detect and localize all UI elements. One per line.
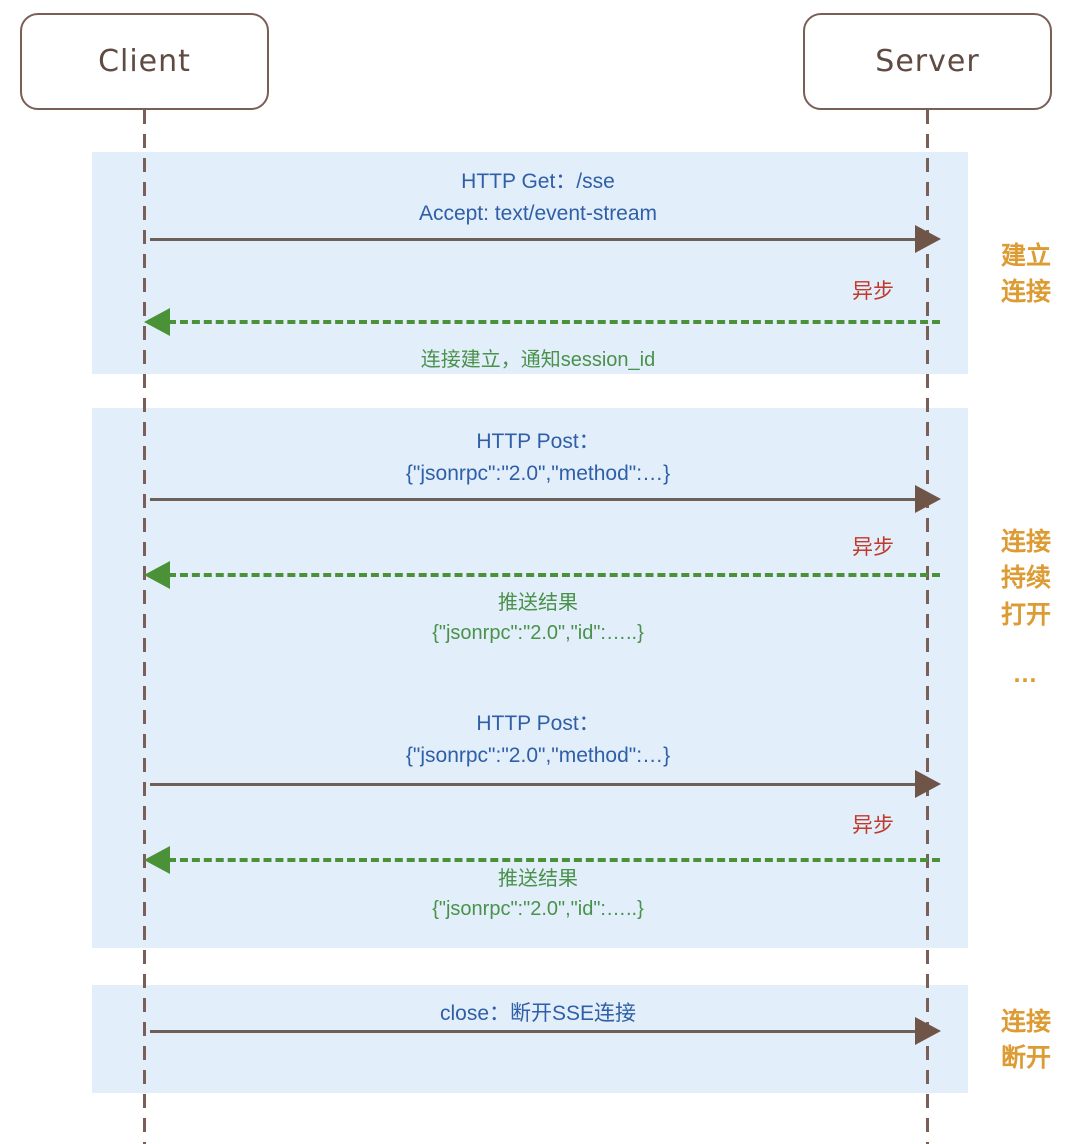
phase-annotation-line: 建立 <box>1000 242 1051 270</box>
actor-box-client[interactable]: Client <box>20 13 269 110</box>
message-arrow-connection-established <box>168 320 940 324</box>
lifeline-client <box>143 110 146 1144</box>
message-label-http-post-2: HTTP Post： {"jsonrpc":"2.0","method":…} <box>150 708 926 771</box>
arrowhead-right-icon <box>915 1017 941 1045</box>
async-note-text: 异步 <box>852 814 894 837</box>
arrowhead-right-icon <box>915 770 941 798</box>
message-label-http-post-1: HTTP Post： {"jsonrpc":"2.0","method":…} <box>150 426 926 489</box>
message-label-push-result-1: 推送结果 {"jsonrpc":"2.0","id":…..} <box>150 588 926 648</box>
phase-annotation-line: 连接 <box>1000 528 1051 556</box>
async-note-connection-established: 异步 <box>852 275 894 305</box>
phase-annotation-line: 持续 <box>1000 564 1051 593</box>
message-label-line: 连接建立，通知session_id <box>420 349 656 371</box>
actor-label-client: Client <box>98 44 191 79</box>
phase-annotation-establish: 建立 连接 <box>988 238 1064 311</box>
phase-annotation-disconnect: 连接 断开 <box>988 1004 1064 1077</box>
message-label-line: HTTP Post： <box>476 712 600 735</box>
arrowhead-left-icon <box>144 308 170 336</box>
message-label-line: {"jsonrpc":"2.0","id":…..} <box>432 898 644 920</box>
async-note-text: 异步 <box>852 536 894 559</box>
message-label-connection-established: 连接建立，通知session_id <box>150 345 926 375</box>
phase-band-establish <box>92 152 968 374</box>
message-label-line: HTTP Post： <box>476 430 600 453</box>
message-label-line: HTTP Get：/sse <box>461 170 615 193</box>
message-label-http-get-sse: HTTP Get：/sse Accept: text/event-stream <box>150 166 926 229</box>
message-label-line: close：断开SSE连接 <box>439 1002 637 1025</box>
lifeline-server <box>926 110 929 1144</box>
message-label-line: 推送结果 <box>498 592 578 614</box>
message-label-line: {"jsonrpc":"2.0","method":…} <box>405 743 671 767</box>
phase-annotation-line: 打开 <box>1000 600 1051 629</box>
message-label-line: 推送结果 <box>498 868 578 890</box>
phase-annotation-line: 连接 <box>1000 1008 1051 1036</box>
message-label-line: {"jsonrpc":"2.0","method":…} <box>405 461 671 485</box>
phase-annotation-line: 连接 <box>1000 278 1051 307</box>
message-label-line: Accept: text/event-stream <box>418 201 658 225</box>
arrowhead-left-icon <box>144 846 170 874</box>
actor-box-server[interactable]: Server <box>803 13 1052 110</box>
actor-label-server: Server <box>875 44 980 79</box>
message-arrow-http-post-2 <box>150 783 925 786</box>
async-note-text: 异步 <box>852 280 894 303</box>
message-arrow-close-sse <box>150 1030 925 1033</box>
phase-annotation-ellipsis: … <box>1012 660 1040 688</box>
message-label-close-sse: close：断开SSE连接 <box>150 998 926 1030</box>
message-label-line: {"jsonrpc":"2.0","id":…..} <box>432 622 644 644</box>
message-label-push-result-2: 推送结果 {"jsonrpc":"2.0","id":…..} <box>150 864 926 924</box>
async-note-push-result-2: 异步 <box>852 809 894 839</box>
phase-annotation-keep-open: 连接 持续 打开 <box>988 524 1064 633</box>
async-note-push-result-1: 异步 <box>852 531 894 561</box>
phase-band-disconnect <box>92 985 968 1093</box>
message-arrow-push-result-1 <box>168 573 940 577</box>
message-arrow-push-result-2 <box>168 858 940 862</box>
arrowhead-right-icon <box>915 225 941 253</box>
arrowhead-left-icon <box>144 561 170 589</box>
phase-annotation-line: 断开 <box>1000 1044 1051 1073</box>
message-arrow-http-post-1 <box>150 498 925 501</box>
message-arrow-http-get-sse <box>150 238 925 241</box>
arrowhead-right-icon <box>915 485 941 513</box>
